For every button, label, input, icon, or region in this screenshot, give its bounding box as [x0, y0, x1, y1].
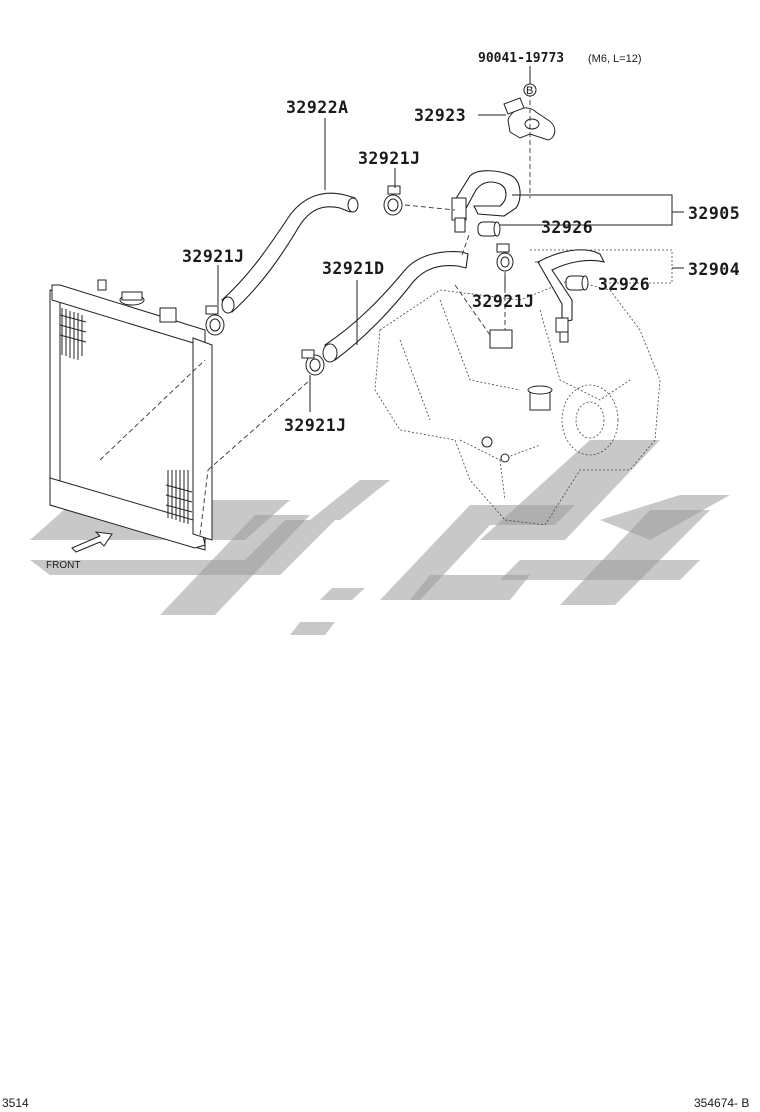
label-32921d: 32921D	[322, 259, 385, 278]
bracket-32923	[503, 97, 556, 141]
clamp-32921j-top	[383, 185, 403, 216]
svg-text:B: B	[526, 85, 533, 97]
watermark-logo	[30, 440, 730, 635]
label-32926-b: 32926	[598, 275, 650, 294]
sleeve-32926-a	[477, 221, 501, 237]
clamp-32921j-radiator	[205, 305, 225, 336]
label-bolt-spec: (M6, L=12)	[588, 53, 642, 65]
front-arrow: FRONT	[46, 531, 113, 571]
label-32926-a: 32926	[541, 218, 593, 237]
hose-32905	[454, 170, 521, 217]
label-bolt: 90041-19773	[478, 51, 564, 66]
front-label: FRONT	[46, 560, 80, 571]
label-32921j-lower: 32921J	[284, 416, 347, 435]
hose-32904	[537, 249, 606, 323]
label-32921j-top: 32921J	[358, 149, 421, 168]
installation-lines	[199, 92, 540, 536]
page-number: 3514	[2, 1096, 29, 1110]
clamp-32921j-lower	[301, 349, 325, 376]
label-32921j-radiator: 32921J	[182, 247, 245, 266]
bolt-marker: B	[523, 83, 537, 97]
hose-32921d	[324, 251, 469, 361]
label-32921j-mid: 32921J	[472, 292, 535, 311]
label-32923: 32923	[414, 106, 466, 125]
leader-lines	[217, 66, 684, 412]
label-32922a: 32922A	[286, 98, 349, 117]
sleeve-32926-b	[565, 275, 589, 291]
transaxle-body	[374, 279, 661, 526]
figure-code: 354674- B	[694, 1096, 749, 1110]
clamp-32921j-mid	[496, 243, 514, 272]
label-32905: 32905	[688, 204, 740, 223]
label-32904: 32904	[688, 260, 740, 279]
radiator	[49, 279, 213, 551]
